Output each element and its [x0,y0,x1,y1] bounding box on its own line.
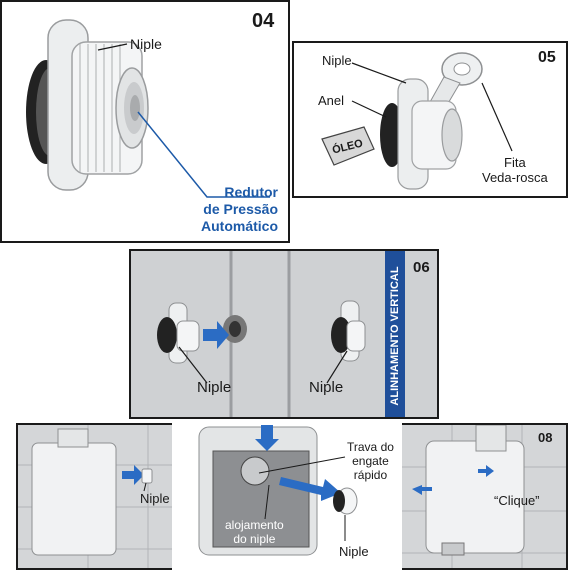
niple-label: Niple [322,53,352,68]
step-08-panel: 08 “Clique” [402,423,568,570]
step-07-panel: Niple [16,423,172,570]
anel-label: Anel [318,93,345,108]
trava-label: Trava do engate rápido [347,440,394,482]
fita-label: Fita Veda-rosca [482,155,548,185]
alojamento-line-1: alojamento [225,518,284,532]
wall-alignment-illustration [131,251,437,417]
step-number: 05 [538,49,556,66]
redutor-line-2: de Pressão [203,201,278,217]
trava-line-1: Trava do [347,440,394,454]
step-07b-panel: Trava do engate rápido alojamento do nip… [195,423,401,570]
step-number: 04 [252,10,275,32]
step-04-panel: 04 Niple Redutor de Pressão Automático [0,0,290,243]
nipple-illustration [26,19,270,198]
quick-coupling-illustration [198,425,358,556]
device-install-illustration [18,425,172,568]
step-number: 06 [413,259,430,276]
fita-line-1: Fita [504,155,526,170]
alignment-banner: ALINHAMENTO VERTICAL [389,266,401,406]
step-06-panel: 06 Niple Niple ALINHAMENTO VERTICAL [129,249,439,419]
nipple-tape-illustration [321,52,513,190]
trava-line-3: rápido [353,468,388,482]
trava-line-2: engate [352,454,389,468]
niple-right-label: Niple [309,379,344,396]
niple-label: Niple [339,544,369,559]
redutor-label: Redutor de Pressão Automático [201,184,278,235]
step-number: 08 [538,430,553,445]
redutor-line-3: Automático [201,218,278,234]
alojamento-line-2: do niple [233,532,276,546]
alojamento-label: alojamento do niple [225,518,284,546]
niple-label: Niple [130,36,162,52]
redutor-line-1: Redutor [224,184,278,200]
click-fit-illustration [402,425,566,568]
clique-label: “Clique” [494,493,540,508]
fita-line-2: Veda-rosca [482,170,548,185]
niple-label: Niple [140,491,170,506]
niple-left-label: Niple [197,379,232,396]
step-05-panel: 05 Niple Anel ÓLEO Fita Veda-rosca [292,41,568,198]
